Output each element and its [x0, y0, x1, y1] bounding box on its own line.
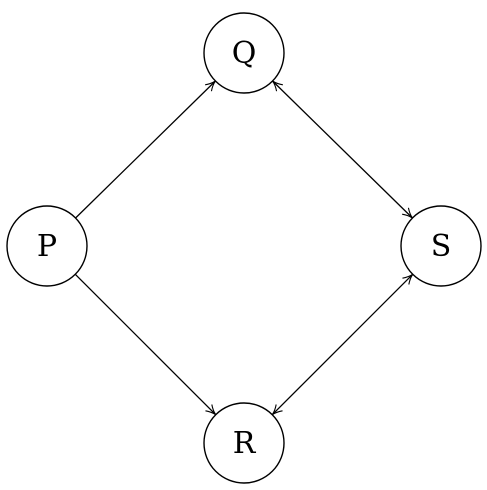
- node-S-label: S: [431, 229, 452, 264]
- edge-Q-S: [272, 80, 413, 219]
- node-P: P: [6, 205, 88, 287]
- node-S-circle: [400, 205, 482, 287]
- node-Q-circle: [203, 12, 285, 94]
- node-Q: Q: [203, 12, 285, 94]
- node-R-circle: [203, 402, 285, 484]
- node-Q-label: Q: [232, 36, 257, 71]
- edge-layer: [74, 80, 414, 416]
- edge-P-Q: [75, 80, 216, 219]
- node-P-label: P: [37, 229, 57, 264]
- edge-P-R: [74, 273, 217, 416]
- node-P-circle: [6, 205, 88, 287]
- node-R: R: [203, 402, 285, 484]
- node-S: S: [400, 205, 482, 287]
- edge-R-S: [271, 273, 414, 416]
- node-R-label: R: [233, 426, 257, 461]
